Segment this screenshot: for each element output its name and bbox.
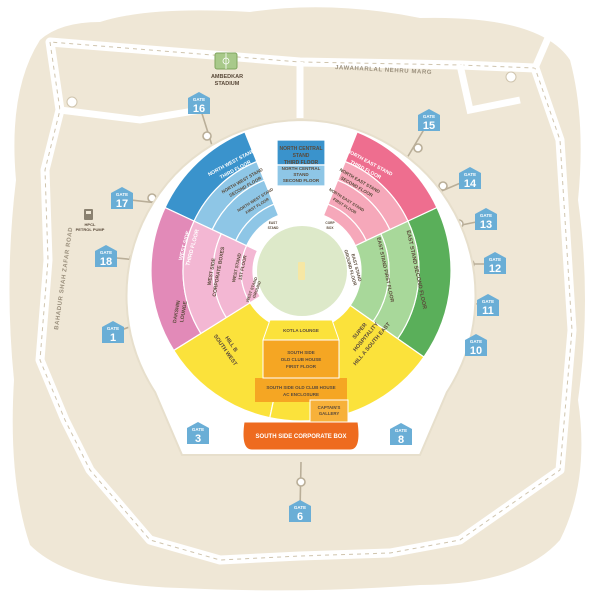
gate-tags: GATE16GATE15GATE14GATE13GATE12GATE11GATE… <box>95 92 506 523</box>
gate-number: 17 <box>116 198 128 210</box>
corp-1: SOUTH SIDE CORPORATE BOX <box>256 434 347 440</box>
gate-16-marker <box>202 131 212 141</box>
gate-word: GATE <box>116 192 128 197</box>
gate-15-marker <box>413 143 423 153</box>
nc2-3: SECOND FLOOR <box>283 178 320 183</box>
gate-word: GATE <box>464 172 476 177</box>
ambedkar-label-1: AMBEDKAR <box>211 74 243 80</box>
roundabout-ne <box>505 71 517 83</box>
nc2-1: NORTH CENTRAL <box>282 166 321 171</box>
gate-word: GATE <box>193 97 205 102</box>
gate-word: GATE <box>480 213 492 218</box>
gate-number: 13 <box>480 219 492 231</box>
roundabout-nw <box>66 96 78 108</box>
pump-label-2: PETROL PUMP <box>76 227 105 232</box>
gate-14-marker <box>438 181 448 191</box>
road-network <box>35 36 577 565</box>
cap-2: GALLERY <box>319 411 340 416</box>
nc3-1: NORTH CENTRAL <box>279 146 322 152</box>
petrol-pump-icon <box>84 209 93 220</box>
gate-word: GATE <box>489 257 501 262</box>
tiny-4: BOX <box>327 226 335 230</box>
tiny-1: EAST <box>269 221 278 225</box>
gate-word: GATE <box>423 114 435 119</box>
gate-word: GATE <box>100 250 112 255</box>
gate-number: 14 <box>464 178 477 190</box>
road-label-north: JAWAHARLAL NEHRU MARG <box>335 65 432 76</box>
gate-word: GATE <box>482 299 494 304</box>
tiny-3: CORP <box>325 221 335 225</box>
ambedkar-stadium-icon <box>214 52 238 70</box>
gate-word: GATE <box>470 339 482 344</box>
gate-number: 1 <box>110 332 116 344</box>
w1-2: 1ST FLOOR <box>237 254 247 280</box>
gate-number: 3 <box>195 433 201 445</box>
gate-number: 12 <box>489 263 501 275</box>
gate-word: GATE <box>107 326 119 331</box>
section-south-ac[interactable] <box>255 378 347 402</box>
sofirst-1: SOUTH SIDE <box>287 350 315 355</box>
sofirst-3: FIRST FLOOR <box>286 364 317 369</box>
section-north-central-second[interactable] <box>276 164 326 187</box>
gate-word: GATE <box>395 428 407 433</box>
gate-word: GATE <box>192 427 204 432</box>
gate-number: 6 <box>297 511 303 523</box>
kotla-1: KOTLA LOUNGE <box>283 328 319 333</box>
soac-1: SOUTH SIDE OLD CLUB HOUSE <box>266 385 335 390</box>
w1-1: WEST STAND <box>231 252 242 283</box>
section-nw-inner[interactable] <box>234 203 280 247</box>
gate-number: 15 <box>423 120 435 132</box>
dakshin-2: LOUNGE <box>179 300 189 323</box>
wc-1: WEST SIDE <box>207 257 218 286</box>
tiny-2: STAND <box>268 226 279 230</box>
section-corporate-box[interactable] <box>242 421 360 451</box>
gate-number: 8 <box>398 434 404 446</box>
nc2-2: STAND <box>293 172 309 177</box>
gate-number: 11 <box>482 305 494 317</box>
pump-label-1: HPCL <box>85 222 96 227</box>
nc3-2: STAND <box>293 153 310 159</box>
gate-number: 16 <box>193 103 205 115</box>
dakshin-1: DAKSHIN <box>172 300 182 324</box>
gate-number: 10 <box>470 345 482 357</box>
sofirst-2: OLD CLUB HOUSE <box>281 357 322 362</box>
wg-2: GROUND <box>251 280 262 299</box>
gate-6-marker <box>296 477 306 487</box>
stadium <box>125 118 477 456</box>
ambedkar-label-2: STADIUM <box>215 81 240 87</box>
soac-2: AC ENCLOSURE <box>283 392 319 397</box>
cap-1: CAPTAIN'S <box>318 405 341 410</box>
pitch <box>298 262 305 280</box>
nc3-3: THIRD FLOOR <box>284 160 319 166</box>
section-ne-inner[interactable] <box>322 203 368 247</box>
section-west-ground[interactable] <box>240 244 262 304</box>
gate-word: GATE <box>294 505 306 510</box>
gate-number: 18 <box>100 256 112 268</box>
section-kotla-lounge[interactable] <box>262 319 340 341</box>
